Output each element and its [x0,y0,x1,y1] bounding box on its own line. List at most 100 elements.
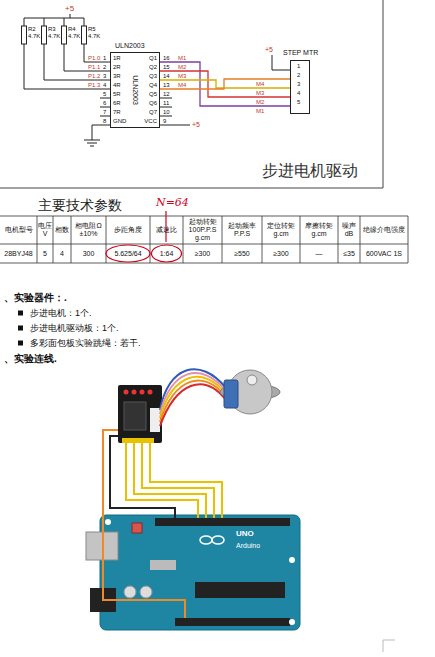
arduino-board [105,519,111,525]
schematic-wire [24,89,110,90]
pin-number: 3 [103,72,106,80]
wire-connector [160,80,290,88]
table-cell: 绝缘介电强度 [361,226,407,234]
motor-wire [160,384,226,426]
schematic-wire [24,14,290,140]
table-cell: 定位转矩 g.cm [263,222,299,238]
frame-line [383,0,384,188]
schematic-wire [24,18,25,26]
pin-name: 5R [113,90,121,98]
schematic-wire [84,18,85,26]
table-cell: 起动转矩 100P.P.S g.cm [184,218,221,242]
table-grid [338,216,339,263]
frame-line [0,0,383,188]
schematic-wire [100,116,110,117]
chip-marking: ULN2003 [131,75,140,105]
pin-name: Q3 [149,72,157,80]
ic-chip: ULN2003ULN2003 [110,52,160,128]
pin-name: Q5 [149,90,157,98]
stepper-motor [247,375,257,385]
resistor-name: R3 [48,25,56,33]
list-item: 步进电机驱动板：1个. [30,322,119,334]
pin-name: GND [113,117,126,125]
schematic-wire [24,18,84,19]
pin-number: 7 [103,108,106,116]
list-item: 步进电机：1个. [30,307,92,319]
arduino-board [132,523,142,533]
arduino-board [150,560,176,570]
schematic-wire [160,98,172,99]
ground-symbol [84,140,100,141]
driver-board [140,390,145,395]
resistor-name: R5 [88,25,96,33]
table-cell: — [301,250,337,258]
arduino-board [155,518,290,526]
resistor-symbol [62,26,67,44]
section-heading: 、实验连线. [4,352,57,365]
pin-name: 3R [113,72,121,80]
schematic-wire [44,44,45,80]
arduino-board [200,536,212,544]
caption-text: 步进电机驱动 [262,160,358,181]
table-cell: 5 [38,250,52,258]
table-grid [300,216,301,263]
pin-name: Q2 [149,63,157,71]
table-grid [262,216,263,263]
schematic-wire [84,62,110,63]
handwritten-circle [106,245,150,262]
power-label: +5 [65,4,74,14]
net-label: M3 [256,89,264,97]
driver-board [150,408,160,432]
pin-number: 16 [163,54,170,62]
pin-number: 3 [297,80,300,88]
table-cell: 4 [54,250,70,258]
resistor-symbol [22,26,87,44]
pin-name: 2R [113,63,121,71]
pin-name: Q6 [149,99,157,107]
table-grid [0,263,408,264]
pin-number: 5 [297,98,300,106]
table-cell: 减速比 [151,226,182,234]
board-logo: UNO [236,529,254,539]
pin-name: Q4 [149,81,157,89]
table-cell: 相数 [54,226,70,234]
pin-number: 1 [297,62,300,70]
schematic-wire [272,55,273,70]
table-cell: 摩擦转矩 g.cm [301,222,337,238]
table-cell: 300 [72,250,105,258]
resistor-value: 4.7K [48,32,60,40]
jumper-wire [142,443,214,518]
pin-number: 2 [297,71,300,79]
net-label: M1 [256,107,264,115]
motor-wire [160,377,226,418]
pin-number: 4 [297,89,300,97]
driver-board [132,390,137,395]
pin-number: 2 [103,63,106,71]
jumper-wire [150,443,222,518]
frame-line [0,188,383,189]
resistor-name: R4 [68,25,76,33]
schematic-wire [160,116,172,117]
arduino-board [289,619,295,625]
schematic-wire [44,80,110,81]
list-item: 多彩面包板实验跳绳：若干. [30,337,141,349]
schematic-wire [100,98,110,99]
net-label: M2 [256,98,264,106]
resistor-symbol [22,26,27,44]
table-grid [37,216,38,263]
arduino-board [100,515,300,630]
handwritten-circle [152,245,182,262]
net-label: M4 [178,81,186,89]
net-label: M3 [178,72,186,80]
pin-name: 1R [113,54,121,62]
resistor-symbol [42,26,47,44]
resistor-name: R2 [28,25,36,33]
schematic-wire [64,44,65,71]
schematic-wire [100,107,110,108]
pin-name: Q7 [149,108,157,116]
pin-number: 4 [103,81,106,89]
driver-board [122,438,154,443]
schematic-wire [64,71,110,72]
table-cell: 28BYJ48 [1,250,36,258]
